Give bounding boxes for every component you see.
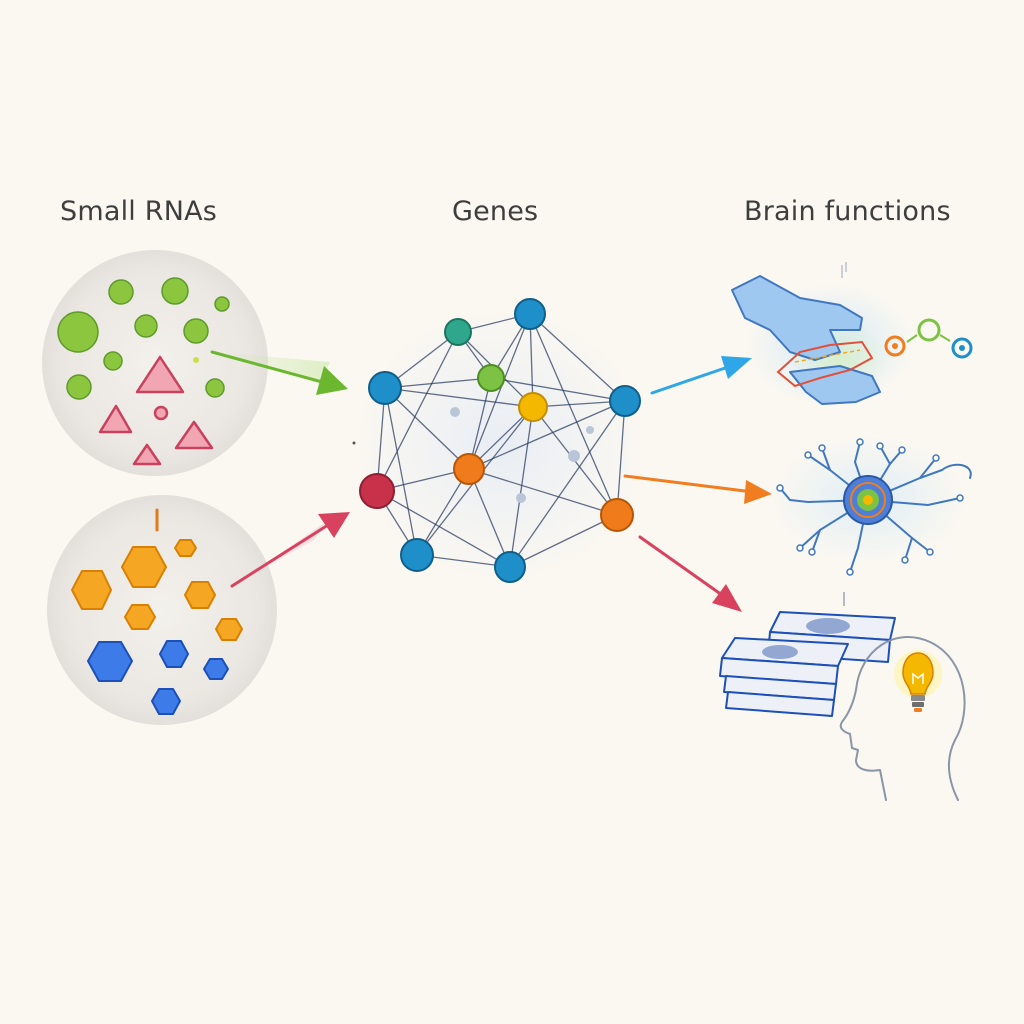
network-faint-nodes — [450, 407, 594, 503]
green-rna-dots — [57, 277, 230, 400]
gene-node — [444, 318, 472, 346]
blue-rna-hexagons — [87, 640, 229, 715]
orange-rna-hexagons — [71, 539, 243, 641]
arrow-genes-to-neuron — [623, 474, 772, 504]
gene-nodes — [359, 298, 641, 583]
gene-network — [350, 298, 650, 585]
title-small-rnas: Small RNAs — [60, 196, 218, 227]
arrow-genes-to-motor — [650, 356, 752, 395]
arrow-rna-top-to-genes — [210, 350, 348, 395]
small-rna-group-top — [42, 250, 268, 476]
neuron-icon — [768, 435, 972, 576]
gene-node — [600, 498, 634, 532]
pink-rna-shapes — [98, 355, 214, 466]
signal-ring — [884, 335, 906, 357]
signal-ring — [951, 337, 973, 359]
hand-icon — [731, 262, 973, 407]
gene-node — [494, 551, 526, 583]
lightbulb-icon — [894, 650, 942, 712]
small-rna-group-bottom — [47, 495, 277, 725]
memory-cards-icon — [719, 592, 896, 717]
title-genes: Genes — [452, 196, 539, 227]
gene-node — [514, 298, 546, 330]
arrow-genes-to-memory — [638, 535, 742, 612]
gene-node — [518, 392, 548, 422]
gene-node — [609, 385, 641, 417]
gene-node — [453, 453, 485, 485]
gene-node — [477, 364, 505, 392]
gene-node — [400, 538, 434, 572]
gene-node — [359, 473, 395, 509]
speck — [352, 441, 356, 445]
arrow-rna-bottom-to-genes — [230, 512, 350, 588]
title-brain-functions: Brain functions — [744, 196, 951, 227]
gene-node — [368, 371, 402, 405]
signal-ring — [917, 318, 941, 342]
head-profile-icon — [839, 636, 966, 801]
spark-dot — [193, 357, 199, 363]
